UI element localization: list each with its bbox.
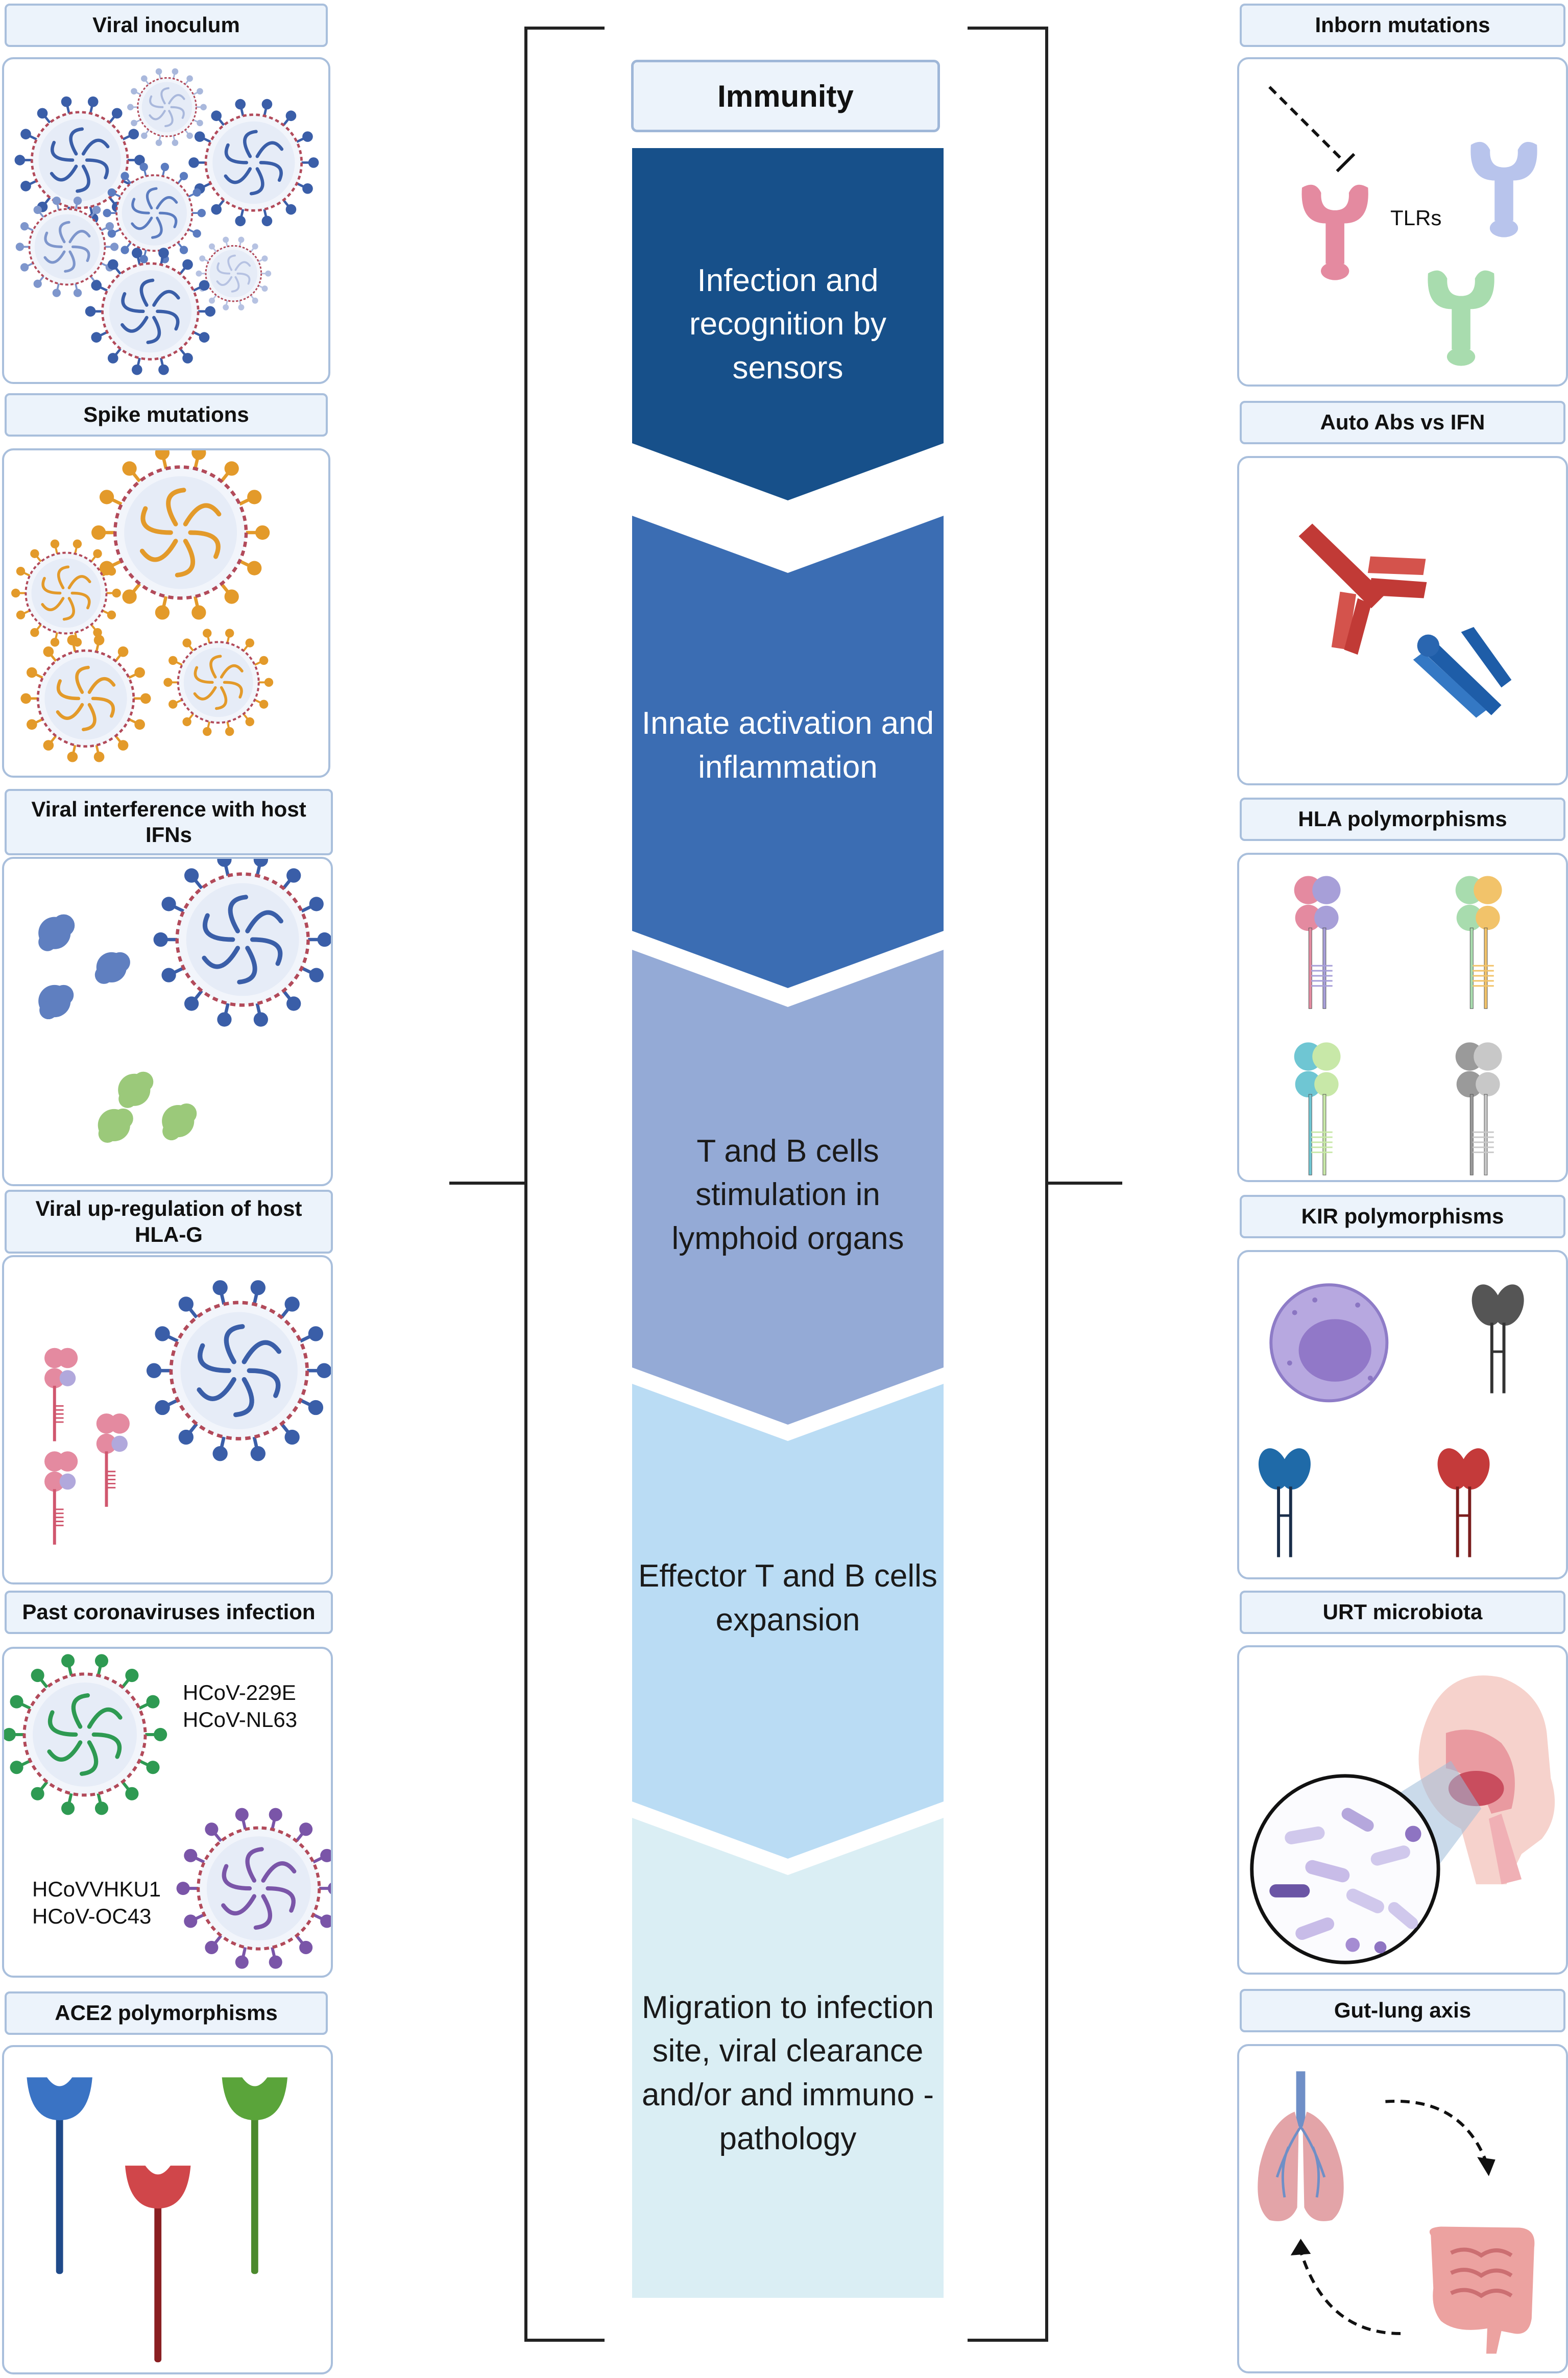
stage-2-label: Innate activation and inflammation [641,706,934,785]
virus-cluster-icon [14,68,319,375]
virus-particle-icon [146,1280,331,1461]
green-ifn-blob-icon [98,1071,197,1143]
virus-particle-icon [11,539,121,647]
right-panel-urt-microbiota [1237,1645,1568,1975]
right-label-auto-abs: Auto Abs vs IFN [1240,401,1565,444]
bacteria-magnifier-icon [1250,1774,1440,1964]
tlr-icon [1428,270,1494,366]
hla-polymorphism-icon [1455,1042,1502,1175]
right-panel-auto-abs [1237,456,1568,785]
blue-ifn-molecule-icon [1413,627,1512,718]
stage-3-label: T and B cells stimulation in lymphoid or… [671,1133,904,1256]
ace2-blue-receptor-icon [27,2077,92,2274]
kir-receptor-icon [1471,1284,1524,1394]
virus-particle-icon [127,68,207,146]
left-panel-viral-interference [2,857,333,1186]
ace2-receptor-icon [27,2077,288,2363]
left-label-spike-mutations: Spike mutations [5,393,328,437]
immunity-title: Immunity [631,60,940,132]
right-label-inborn-mutations: Inborn mutations [1240,4,1565,47]
left-panel-past-coronaviruses: HCoV-229E HCoV-NL63 HCoVVHKU1 HCoV-OC43 [2,1647,333,1978]
chevron-stage-4 [632,1384,944,1859]
hla-polymorphism-icon [1294,1042,1341,1175]
right-label-gut-lung-axis: Gut-lung axis [1240,1989,1565,2032]
virus-particle-icon [14,96,145,224]
virus-particle-icon [4,1654,167,1815]
virus-particle-icon [103,162,206,263]
inhibition-line-icon [1268,86,1356,173]
left-panel-viral-inoculum [2,57,330,384]
red-antibody-icon [1298,523,1427,655]
hla-g-icon [44,1280,331,1545]
hla-molecule-icon [1294,876,1502,1175]
microbiota-icon [1250,1675,1555,1964]
left-label-ace2: ACE2 polymorphisms [5,1991,328,2035]
right-panel-inborn-mutations: TLRs [1237,57,1568,387]
hcov-hku1-oc43-text: HCoVVHKU1 HCoV-OC43 [32,1877,161,1928]
ace2-green-receptor-icon [222,2077,288,2274]
nk-cell-icon [1269,1283,1389,1403]
right-label-urt-microbiota: URT microbiota [1240,1591,1565,1634]
tlr-icon [1470,141,1537,237]
chevron-stage-5 [632,1818,944,2298]
stage-1-label: Infection and recognition by sensors [689,262,887,386]
virus-particle-icon [91,450,270,620]
virus-particle-icon [15,196,119,297]
nk-cell-kir-icon [1258,1283,1524,1557]
hla-molecule-icon [44,1451,78,1545]
right-label-kir-polymorphisms: KIR polymorphisms [1240,1195,1565,1238]
virus-particle-icon [163,629,274,736]
ifn-interference-icon [38,859,331,1143]
left-panel-hla-g [2,1255,333,1584]
head-anatomy-icon [1418,1675,1555,1885]
stage-5-label: Migration to infection site, viral clear… [641,1989,934,2156]
chevron-stage-3 [632,950,944,1425]
right-panel-gut-lung-axis [1237,2044,1568,2373]
virus-particle-icon [176,1808,331,1969]
right-panel-kir-polymorphisms [1237,1250,1568,1579]
ace2-red-receptor-icon [125,2166,191,2363]
left-panel-spike-mutations [2,448,330,778]
right-panel-hla-polymorphisms [1237,853,1568,1182]
stage-4-label: Effector T and B cells expansion [638,1558,937,1638]
right-label-hla-polymorphisms: HLA polymorphisms [1240,798,1565,841]
left-panel-ace2 [2,2045,333,2374]
coronavirus-pair-icon [4,1654,331,1969]
tlrs-label: TLRs [1390,206,1442,230]
left-label-viral-interference: Viral interference with host IFNs [5,789,333,855]
intestine-icon [1429,2226,1535,2354]
kir-receptor-icon [1437,1448,1490,1557]
chevron-stage-2 [632,516,944,988]
lung-icon [1258,2071,1344,2221]
tlr-receptor-icon [1268,86,1537,366]
kir-receptor-icon [1258,1448,1311,1557]
virus-particle-icon [20,635,151,762]
gut-lung-icon [1258,2071,1535,2354]
blue-ifn-blob-icon [38,914,130,1020]
chevron-stage-1 [632,148,944,500]
hla-polymorphism-icon [1455,876,1502,1009]
left-label-hla-g: Viral up-regulation of host HLA-G [5,1190,333,1254]
virus-particle-icon [153,859,331,1027]
virus-particle-icon [85,248,215,375]
tlr-icon [1301,184,1368,280]
virus-particle-icon [196,236,272,310]
hla-molecule-icon [44,1348,78,1442]
antibody-icon [1298,523,1512,718]
hla-polymorphism-icon [1294,876,1341,1009]
left-label-viral-inoculum: Viral inoculum [5,4,328,47]
arrow-head [1290,2157,1495,2255]
virus-particle-icon [188,99,319,227]
arrow-icon [1298,2099,1488,2335]
hla-molecule-icon [96,1413,130,1507]
spike-virus-icon [11,450,274,762]
left-label-past-coronaviruses: Past coronaviruses infection [5,1591,333,1634]
hcov-229e-nl63-text: HCoV-229E HCoV-NL63 [183,1680,298,1732]
